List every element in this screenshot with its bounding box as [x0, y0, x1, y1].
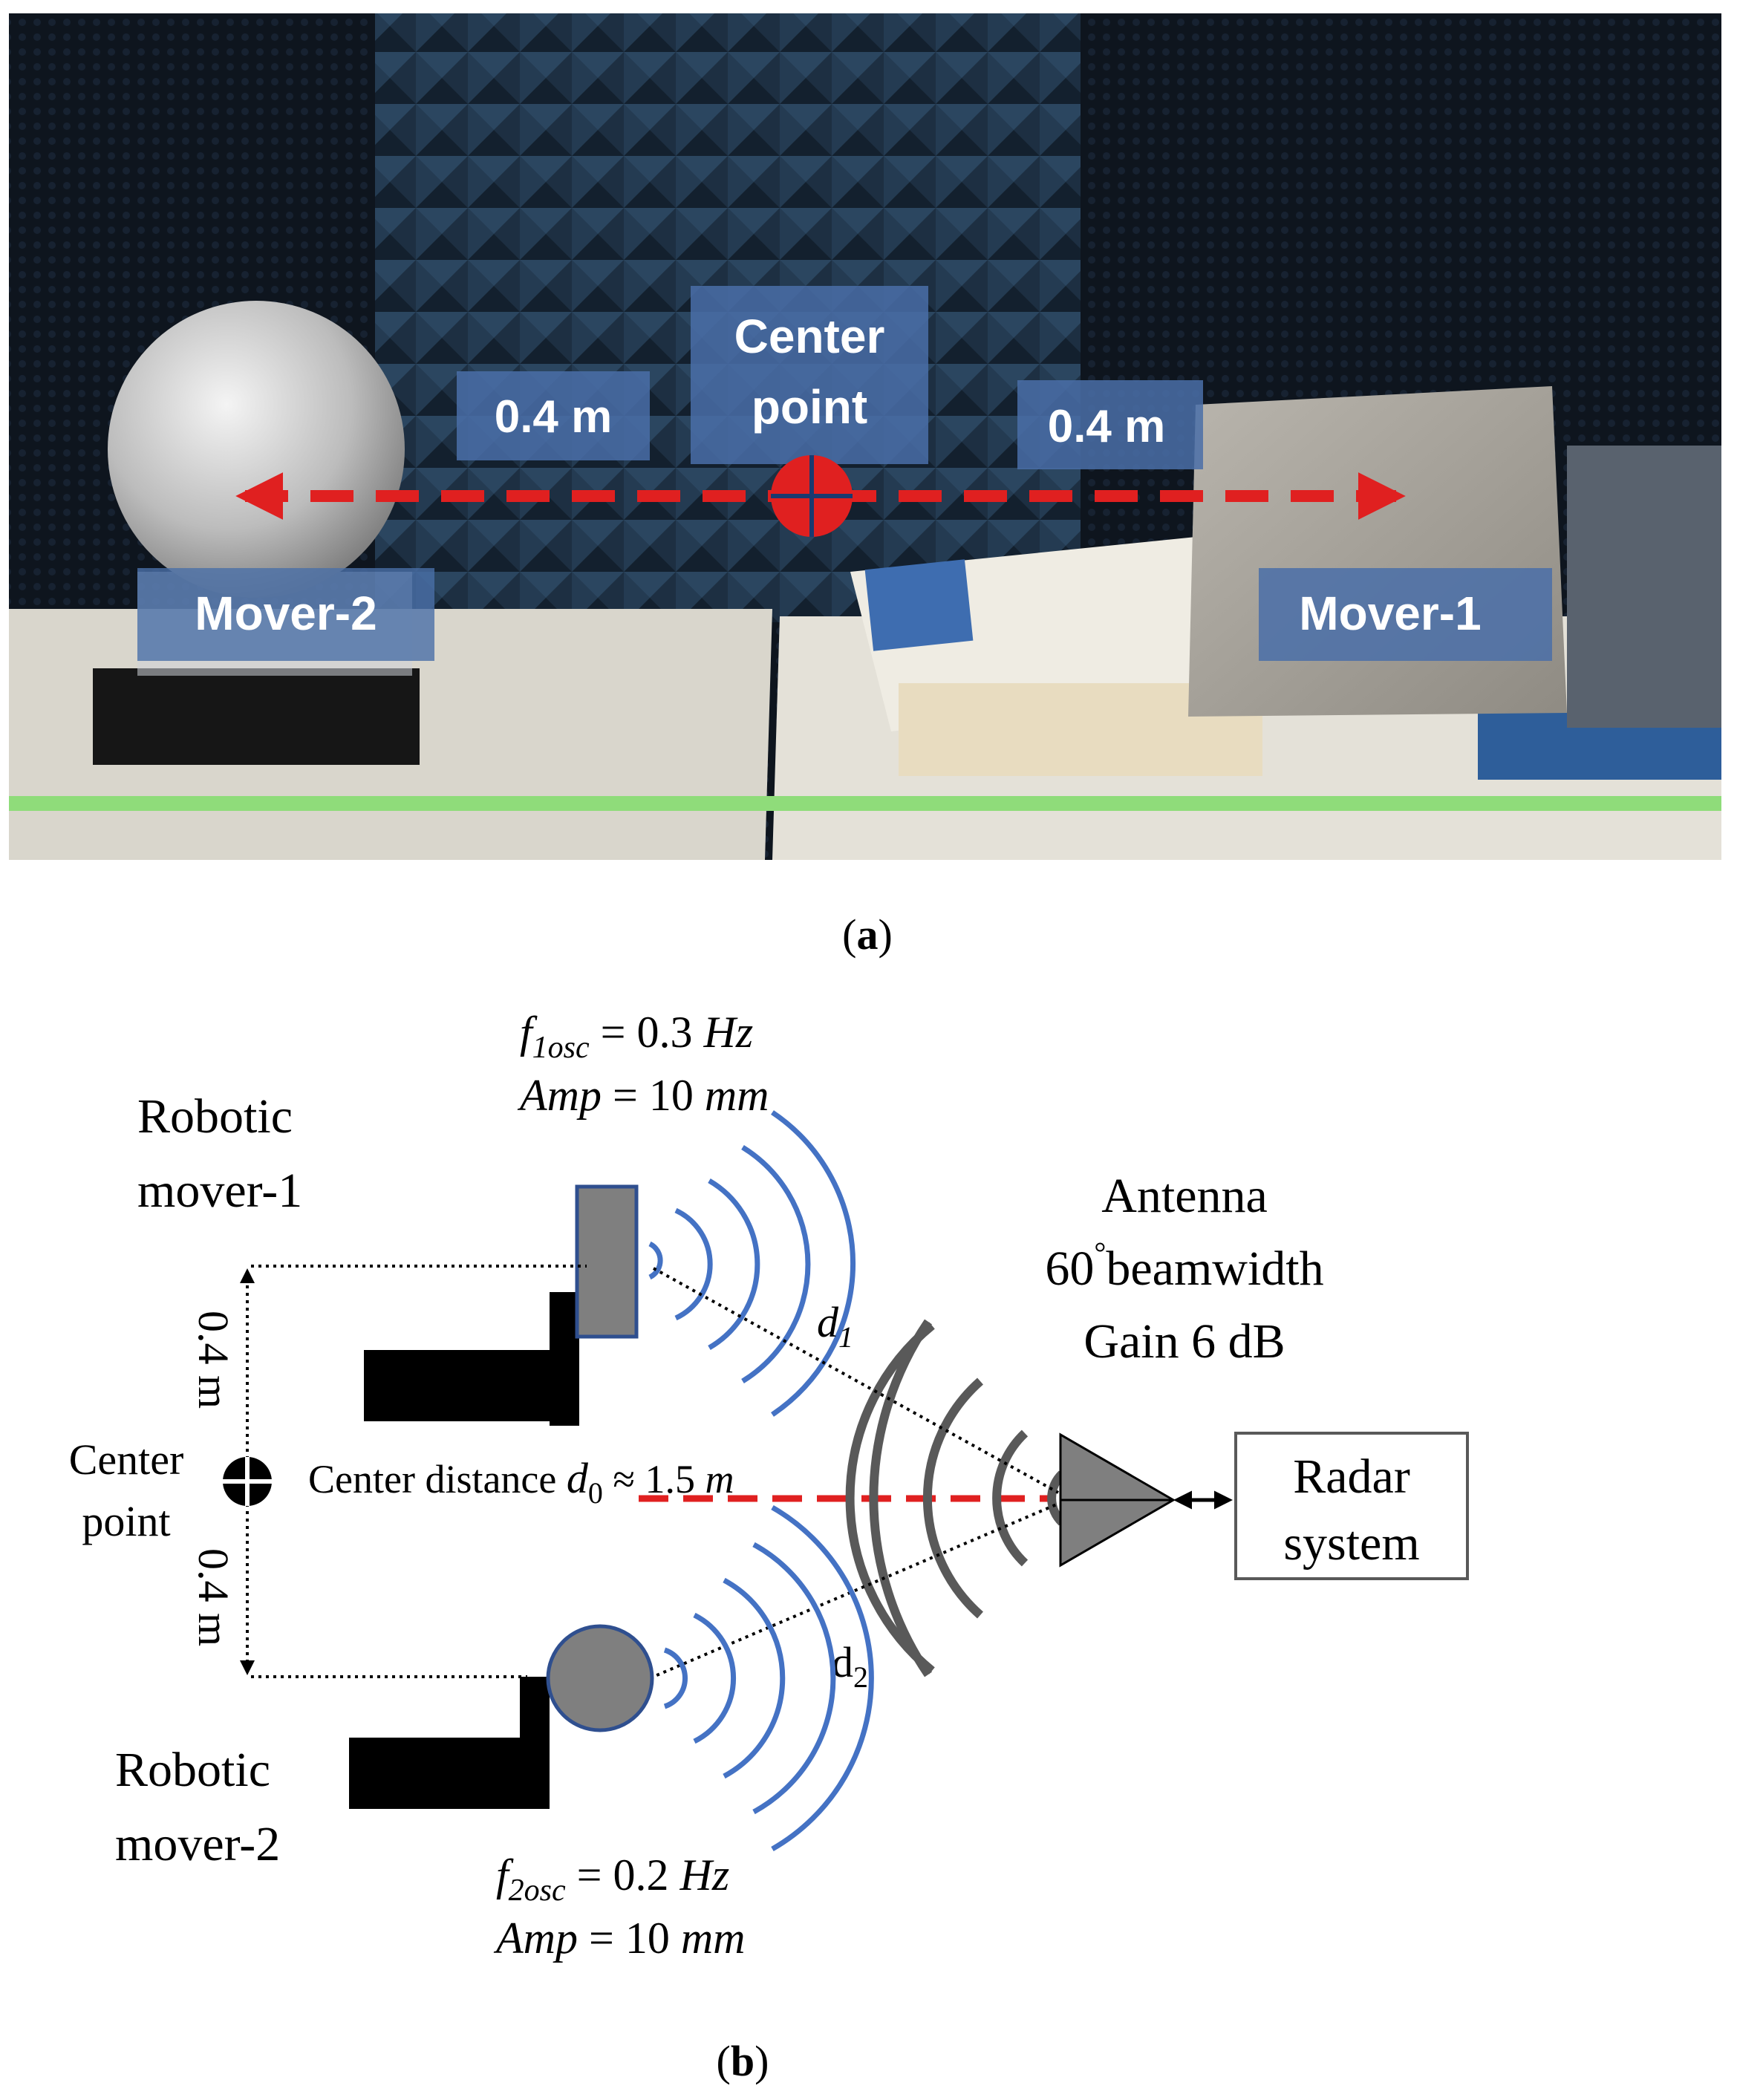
panel-a-photo: 0.4 m Center point 0.4 m Mover-2 Mover-1 [9, 13, 1721, 860]
d1-path-line [653, 1267, 1059, 1494]
caption-a: (a) [842, 910, 893, 959]
upper-distance-label: 0.4 m [189, 1311, 238, 1409]
mover2-frequency: f2osc = 0.2 Hz [496, 1850, 729, 1908]
mover2-waves [663, 1504, 874, 1852]
antenna-label-line3: Gain 6 dB [1083, 1314, 1285, 1369]
d1-label: d1 [817, 1298, 853, 1354]
antenna-label-line2: 60°beamwidth [1045, 1236, 1323, 1296]
label-box-mover1 [1259, 568, 1552, 661]
robotic-mover1-line1: Robotic [137, 1089, 293, 1144]
label-center-line1: Center [734, 310, 885, 363]
mover2-amplitude: Amp = 10 mm [493, 1914, 746, 1963]
mover1-plate-target [575, 1184, 639, 1339]
metal-plate-target [1188, 386, 1567, 717]
instrument-display [864, 559, 974, 651]
mover2-sphere-target [546, 1624, 654, 1732]
robotic-mover2-line2: mover-2 [115, 1817, 280, 1871]
panel-b-diagram: f1osc = 0.3 Hz Amp = 10 mm Robotic mover… [69, 1008, 1469, 1963]
mover1-frequency: f1osc = 0.3 Hz [520, 1008, 753, 1065]
radar-system-box [1234, 1432, 1469, 1580]
mover2-base [93, 668, 420, 765]
mover1-waves [648, 1110, 856, 1417]
radar-label-line2: system [1283, 1516, 1419, 1571]
label-left-distance: 0.4 m [495, 391, 613, 443]
center-distance-label: Center distance d0 ≈ 1.5 m [308, 1454, 734, 1510]
center-point-line2: point [82, 1497, 170, 1545]
label-box-right-distance [1017, 380, 1203, 469]
mover1-robot-base [364, 1292, 579, 1426]
robotic-mover2-line1: Robotic [115, 1743, 270, 1797]
label-mover2: Mover-2 [195, 587, 377, 640]
d2-label: d2 [832, 1638, 868, 1694]
sphere-target [108, 301, 405, 598]
label-center-line2: point [752, 380, 867, 434]
antenna-waves [845, 1322, 1066, 1675]
green-tape [9, 796, 1721, 811]
robotic-mover1-line2: mover-1 [137, 1164, 302, 1218]
radar-label-line1: Radar [1293, 1450, 1410, 1504]
mover1-amplitude: Amp = 10 mm [517, 1071, 769, 1120]
antenna-outer-wave [869, 1319, 932, 1677]
label-right-distance: 0.4 m [1048, 401, 1166, 452]
label-box-left-distance [457, 371, 650, 460]
label-box-center-point [691, 286, 928, 464]
lower-distance-label: 0.4 m [189, 1548, 238, 1646]
center-point-symbol [223, 1457, 272, 1506]
label-mover1: Mover-1 [1299, 587, 1481, 640]
center-point-line1: Center [69, 1435, 184, 1484]
antenna-label-line1: Antenna [1101, 1169, 1268, 1223]
electronics-rack [1567, 446, 1721, 728]
mover2-robot-base [349, 1677, 550, 1809]
caption-b: (b) [717, 2037, 769, 2085]
label-box-mover2 [137, 568, 434, 661]
center-point-marker [771, 455, 853, 537]
